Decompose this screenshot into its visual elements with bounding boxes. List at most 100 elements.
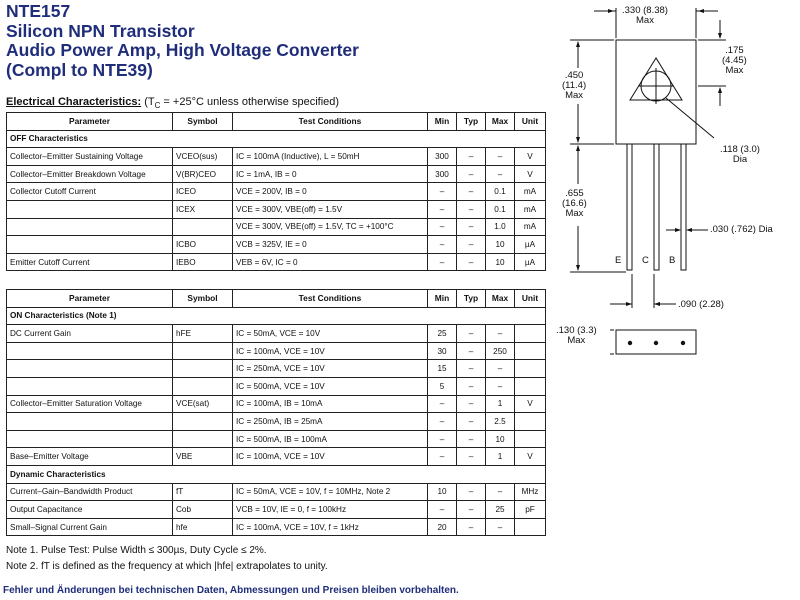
cell-param: [6, 217, 173, 237]
note-1: Note 1. Pulse Test: Pulse Width ≤ 300µs,…: [6, 545, 267, 556]
cell-unit: [514, 412, 546, 431]
side-pin-c: [653, 340, 659, 346]
cell-unit: [514, 341, 546, 361]
ec-heading-label: Electrical Characteristics:: [6, 96, 142, 108]
cell-param: Small–Signal Current Gain: [6, 517, 173, 537]
cell-typ: –: [456, 500, 486, 519]
cell-max: 1.0: [485, 217, 515, 237]
cell-typ: –: [456, 252, 486, 272]
cell-cond: IC = 250mA, VCE = 10V: [232, 359, 428, 378]
cell-unit: µA: [514, 235, 546, 254]
dim-width-value: .330 (8.38): [622, 5, 668, 16]
cell-min: 30: [427, 341, 457, 361]
cell-cond: VCE = 300V, VBE(off) = 1.5V, TC = +100°C: [232, 217, 428, 237]
part-number: NTE157: [6, 1, 71, 21]
col-symbol: Symbol: [172, 289, 233, 308]
cell-typ: –: [456, 517, 486, 537]
cell-typ: –: [456, 359, 486, 378]
dim-thickness: .130 (3.3) Max: [556, 326, 597, 346]
cell-max: –: [485, 517, 515, 537]
cell-typ: –: [456, 324, 486, 343]
cell-min: 10: [427, 482, 457, 502]
cell-symbol: [172, 341, 233, 361]
on-dynamic-characteristics-table: Parameter Symbol Test Conditions Min Typ…: [6, 289, 546, 537]
cell-cond: VCE = 300V, VBE(off) = 1.5V: [232, 199, 428, 219]
cell-symbol: ICEO: [172, 182, 233, 201]
side-pin-b: [680, 340, 686, 346]
cell-typ: –: [456, 447, 486, 466]
cell-param: [6, 235, 173, 254]
table-row: IC = 500mA, IB = 100mA––10: [6, 429, 546, 449]
col-parameter: Parameter: [6, 289, 173, 308]
footer-disclaimer: Fehler und Änderungen bei technischen Da…: [3, 585, 459, 596]
cell-param: Collector–Emitter Breakdown Voltage: [6, 164, 173, 184]
col-typ: Typ: [456, 112, 486, 131]
cell-cond: IC = 100mA, VCE = 10V: [232, 341, 428, 361]
cell-cond: IC = 500mA, IB = 100mA: [232, 429, 428, 449]
cell-unit: MHz: [514, 482, 546, 502]
dim-width: .330 (8.38) Max: [622, 6, 668, 26]
dim-tab-mm: (4.45): [722, 55, 747, 66]
lead-label-c: C: [642, 255, 649, 266]
col-typ: Typ: [456, 289, 486, 308]
cell-symbol: [172, 429, 233, 449]
col-max: Max: [485, 112, 515, 131]
cell-max: 25: [485, 500, 515, 519]
cell-symbol: ICEX: [172, 199, 233, 219]
cell-min: 20: [427, 517, 457, 537]
cell-cond: VCB = 325V, IE = 0: [232, 235, 428, 254]
cell-cond: IC = 50mA, VCE = 10V: [232, 324, 428, 343]
cell-min: –: [427, 412, 457, 431]
application-title: Audio Power Amp, High Voltage Converter: [6, 40, 359, 60]
dim-lead-length-mm: (16.6): [562, 198, 587, 209]
dim-tab-max: Max: [725, 65, 744, 76]
cell-max: –: [485, 324, 515, 343]
dim-width-max: Max: [636, 15, 654, 26]
cell-typ: –: [456, 482, 486, 502]
cell-param: Output Capacitance: [6, 500, 173, 519]
section-on: ON Characteristics (Note 1): [6, 306, 546, 326]
cell-symbol: [172, 376, 233, 396]
cell-symbol: VBE: [172, 447, 233, 466]
cell-min: –: [427, 199, 457, 219]
cell-symbol: IEBO: [172, 252, 233, 272]
notes: Note 1. Pulse Test: Pulse Width ≤ 300µs,…: [6, 543, 328, 575]
cell-typ: –: [456, 341, 486, 361]
col-min: Min: [427, 289, 457, 308]
cell-max: –: [485, 482, 515, 502]
lead-label-b: B: [669, 255, 676, 266]
cell-unit: mA: [514, 199, 546, 219]
cell-min: 15: [427, 359, 457, 378]
cell-min: –: [427, 217, 457, 237]
cell-symbol: ICBO: [172, 235, 233, 254]
cell-param: Current–Gain–Bandwidth Product: [6, 482, 173, 502]
side-pin-e: [627, 340, 633, 346]
cell-min: 5: [427, 376, 457, 396]
ec-heading-cond-post: = +25°C unless otherwise specified): [160, 96, 340, 108]
cell-max: 1: [485, 394, 515, 414]
cell-max: 0.1: [485, 199, 515, 219]
cell-symbol: VCE(sat): [172, 394, 233, 414]
section-off: OFF Characteristics: [6, 129, 546, 149]
cell-param: [6, 341, 173, 361]
cell-symbol: [172, 359, 233, 378]
cell-unit: V: [514, 147, 546, 166]
cell-max: 0.1: [485, 182, 515, 201]
cell-symbol: Cob: [172, 500, 233, 519]
cell-param: Collector Cutoff Current: [6, 182, 173, 201]
dim-height-mm: (11.4): [562, 80, 587, 91]
electrical-characteristics-heading: Electrical Characteristics: (TC = +25°C …: [6, 96, 339, 110]
col-unit: Unit: [514, 112, 546, 131]
cell-typ: –: [456, 394, 486, 414]
cell-symbol: hFE: [172, 324, 233, 343]
cell-typ: –: [456, 217, 486, 237]
cell-typ: –: [456, 235, 486, 254]
cell-param: Base–Emitter Voltage: [6, 447, 173, 466]
cell-cond: IC = 100mA (Inductive), L = 50mH: [232, 147, 428, 166]
cell-max: 2.5: [485, 412, 515, 431]
dim-hole-dia: Dia: [732, 154, 748, 165]
